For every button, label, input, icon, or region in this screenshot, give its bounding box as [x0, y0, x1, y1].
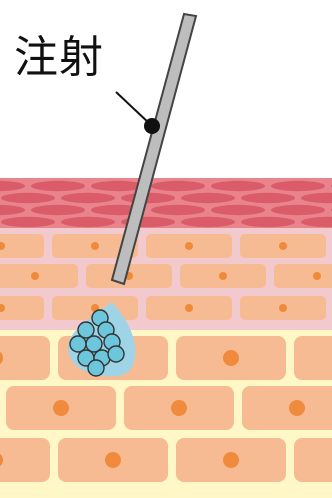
epidermis-nucleus [279, 304, 287, 312]
corneum-cell [31, 205, 85, 215]
dermis-cell [0, 336, 50, 380]
particle [88, 360, 104, 376]
callout-line [116, 92, 150, 124]
epidermis-nucleus [91, 242, 99, 250]
epidermis-cell [274, 264, 332, 288]
epidermis-cell [0, 234, 44, 258]
corneum-cell [151, 205, 205, 215]
corneum-cell [181, 217, 235, 227]
corneum-cell [61, 193, 115, 203]
dermis-cell [242, 386, 332, 430]
dermis-nucleus [223, 452, 239, 468]
corneum-cell [241, 217, 295, 227]
corneum-cell [211, 181, 265, 191]
epidermis-nucleus [185, 242, 193, 250]
dermis-nucleus [171, 400, 187, 416]
dermis-nucleus [53, 400, 69, 416]
dermis-cell [0, 438, 50, 482]
epidermis-cell [0, 296, 44, 320]
epidermis-nucleus [279, 242, 287, 250]
corneum-cell [31, 181, 85, 191]
particle [86, 336, 102, 352]
dermis-cells [0, 336, 332, 482]
corneum-cell [1, 217, 55, 227]
dermis-cell [294, 336, 332, 380]
epidermis-nucleus [31, 272, 39, 280]
corneum-cell [271, 181, 325, 191]
dermis-nucleus [223, 350, 239, 366]
corneum-cell [241, 193, 295, 203]
dermis-cell [294, 438, 332, 482]
particle [70, 336, 86, 352]
epidermis-nucleus [313, 272, 321, 280]
corneum-cell [181, 193, 235, 203]
callout-dot [144, 118, 160, 134]
corneum-cell [151, 181, 205, 191]
callout-label: 注射 [14, 36, 104, 80]
corneum-cell [211, 205, 265, 215]
dermis-nucleus [105, 452, 121, 468]
particle [78, 322, 94, 338]
dermis-nucleus [289, 400, 305, 416]
corneum-cell [271, 205, 325, 215]
corneum-cell [61, 217, 115, 227]
corneum-cell [1, 193, 55, 203]
epidermis-nucleus [185, 304, 193, 312]
epidermis-nucleus [219, 272, 227, 280]
particle [108, 346, 124, 362]
